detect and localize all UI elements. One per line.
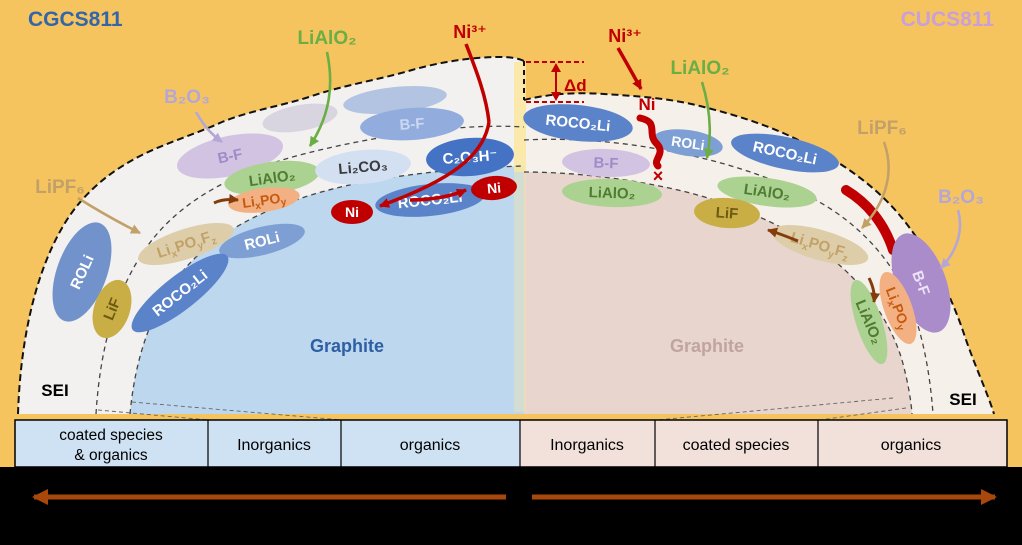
blob-bf-top-left (360, 107, 464, 141)
conversion-arrow-left (213, 193, 239, 205)
blob-lialo2-left (224, 160, 320, 196)
table-cell-inorganics-right: Inorganics (550, 437, 624, 454)
blob-lixpoy-right (879, 271, 917, 345)
blob-roco2li-lower-left (131, 253, 229, 333)
graphite-boundary-right (523, 171, 913, 415)
delta-d-arrowhead-up (551, 63, 561, 72)
roco2li-label-right-1: ROCO₂Li (545, 112, 611, 136)
blob-roli-left-edge (52, 222, 112, 322)
ni3-annotation-right: Ni³⁺ (608, 26, 642, 46)
blob-ni-left-b (471, 175, 517, 201)
blob-lif-right (694, 197, 760, 229)
graphite-core-left (130, 166, 524, 414)
b2o3-annotation-left: B₂O₃ (164, 87, 210, 108)
blob-lialo2-right-1 (562, 178, 662, 208)
lixpoyfz-label-right: LixPOyFz (788, 229, 852, 265)
table-cell-organics-left: organics (400, 437, 460, 454)
lipf6-annotation-right: LiPF₆ (857, 118, 907, 139)
ni-migration-path-right (616, 47, 643, 90)
delta-d-arrowhead-down (551, 92, 561, 101)
blob-roco2li-right-1 (523, 104, 633, 142)
sei-label-right: SEI (949, 390, 976, 409)
title-cgcs811: CGCS811 (28, 8, 123, 31)
li2co3-label: Li₂CO₃ (338, 157, 389, 178)
blob-lialo2-right-2 (717, 176, 817, 208)
blob-lif-left (92, 279, 132, 339)
lixpoy-label-right: LixPOy (880, 285, 914, 333)
lixpoy-label-left: LixPOy (241, 189, 287, 214)
conversion-arrow-right-1 (767, 227, 799, 243)
graphite-label-right: Graphite (670, 336, 744, 356)
table-left-background (15, 420, 520, 467)
table-connector-right-2 (656, 397, 894, 421)
table-cell-organics-right: organics (881, 437, 941, 454)
ni3-annotation-left: Ni³⁺ (453, 22, 487, 42)
lialo2-arrow-right (700, 81, 714, 159)
lialo2-arrow-left (308, 51, 332, 147)
table-cell-coated-species-right: coated species (683, 437, 790, 454)
table-connector-right-1 (819, 407, 907, 421)
blob-lixpoyfz-left (138, 222, 234, 266)
table-cell-coated-organics-line2: & organics (74, 447, 147, 464)
ni-migration-branch-a (379, 121, 491, 208)
graphite-label-left: Graphite (310, 336, 384, 356)
table-connector-left-1 (97, 409, 210, 421)
blob-bf-right-inner (562, 148, 650, 178)
ni-label-left-b: Ni (486, 179, 501, 196)
bf-label-left: B-F (216, 146, 244, 168)
table-border (14, 419, 1008, 468)
lialo2-annotation-left: LiAlO₂ (297, 28, 356, 49)
ni-migration-branch-b (409, 188, 467, 202)
graphite-core-right (524, 172, 912, 414)
center-divider-strip-bottom (514, 172, 526, 412)
lipf6-annotation-left: LiPF₆ (35, 177, 85, 198)
roli-label-right: ROLi (670, 133, 705, 154)
b2o3-annotation-right: B₂O₃ (938, 187, 984, 208)
b2o3-arrow-right (940, 209, 962, 269)
ni-label-left-a: Ni (345, 204, 359, 220)
blob-roli-left (219, 223, 305, 259)
title-cucs811: CUCS811 (901, 8, 995, 31)
table-cell-coated-organics-line1: coated species (59, 427, 163, 444)
bf-label-right-inner: B-F (593, 155, 619, 173)
table-cell-inorganics-left: Inorganics (237, 437, 311, 454)
lialo2-label-left: LiAlO₂ (248, 167, 297, 190)
table-right-background (520, 420, 1007, 467)
blob-lialo2-right-edge (850, 279, 888, 365)
background-blob-left (262, 103, 338, 133)
blob-roco2li-right-2 (731, 133, 839, 173)
sei-label-left: SEI (41, 381, 68, 400)
table-connector-left-2 (131, 401, 343, 421)
bf-label-top-left: B-F (399, 115, 425, 134)
lif-label-right: LiF (715, 204, 739, 223)
blob-lixpoyfz-right (771, 225, 869, 265)
blob-lixpoy-left (228, 187, 300, 213)
lialo2-label-right-1: LiAlO₂ (588, 184, 635, 203)
ni-annotation-right: Ni (639, 95, 656, 114)
lipf6-arrow-left (77, 196, 141, 235)
lipf6-arrow-right (861, 141, 890, 229)
blocked-cross-mark: × (653, 166, 664, 186)
blob-li2co3 (315, 149, 411, 185)
delta-d-label: Δd (564, 76, 587, 95)
ni-blocked-trail-right (636, 114, 664, 170)
ni-migration-path-left (464, 43, 491, 123)
lialo2-label-right-2: LiAlO₂ (743, 181, 792, 204)
b2o3-arrow-left (194, 111, 223, 144)
conversion-arrow-right-2 (867, 277, 881, 303)
background-blob-left-top (343, 85, 447, 115)
lialo2-annotation-right: LiAlO₂ (670, 58, 729, 79)
sei-outer-boundary-left (17, 55, 525, 415)
blob-ni-left-a (331, 200, 373, 224)
